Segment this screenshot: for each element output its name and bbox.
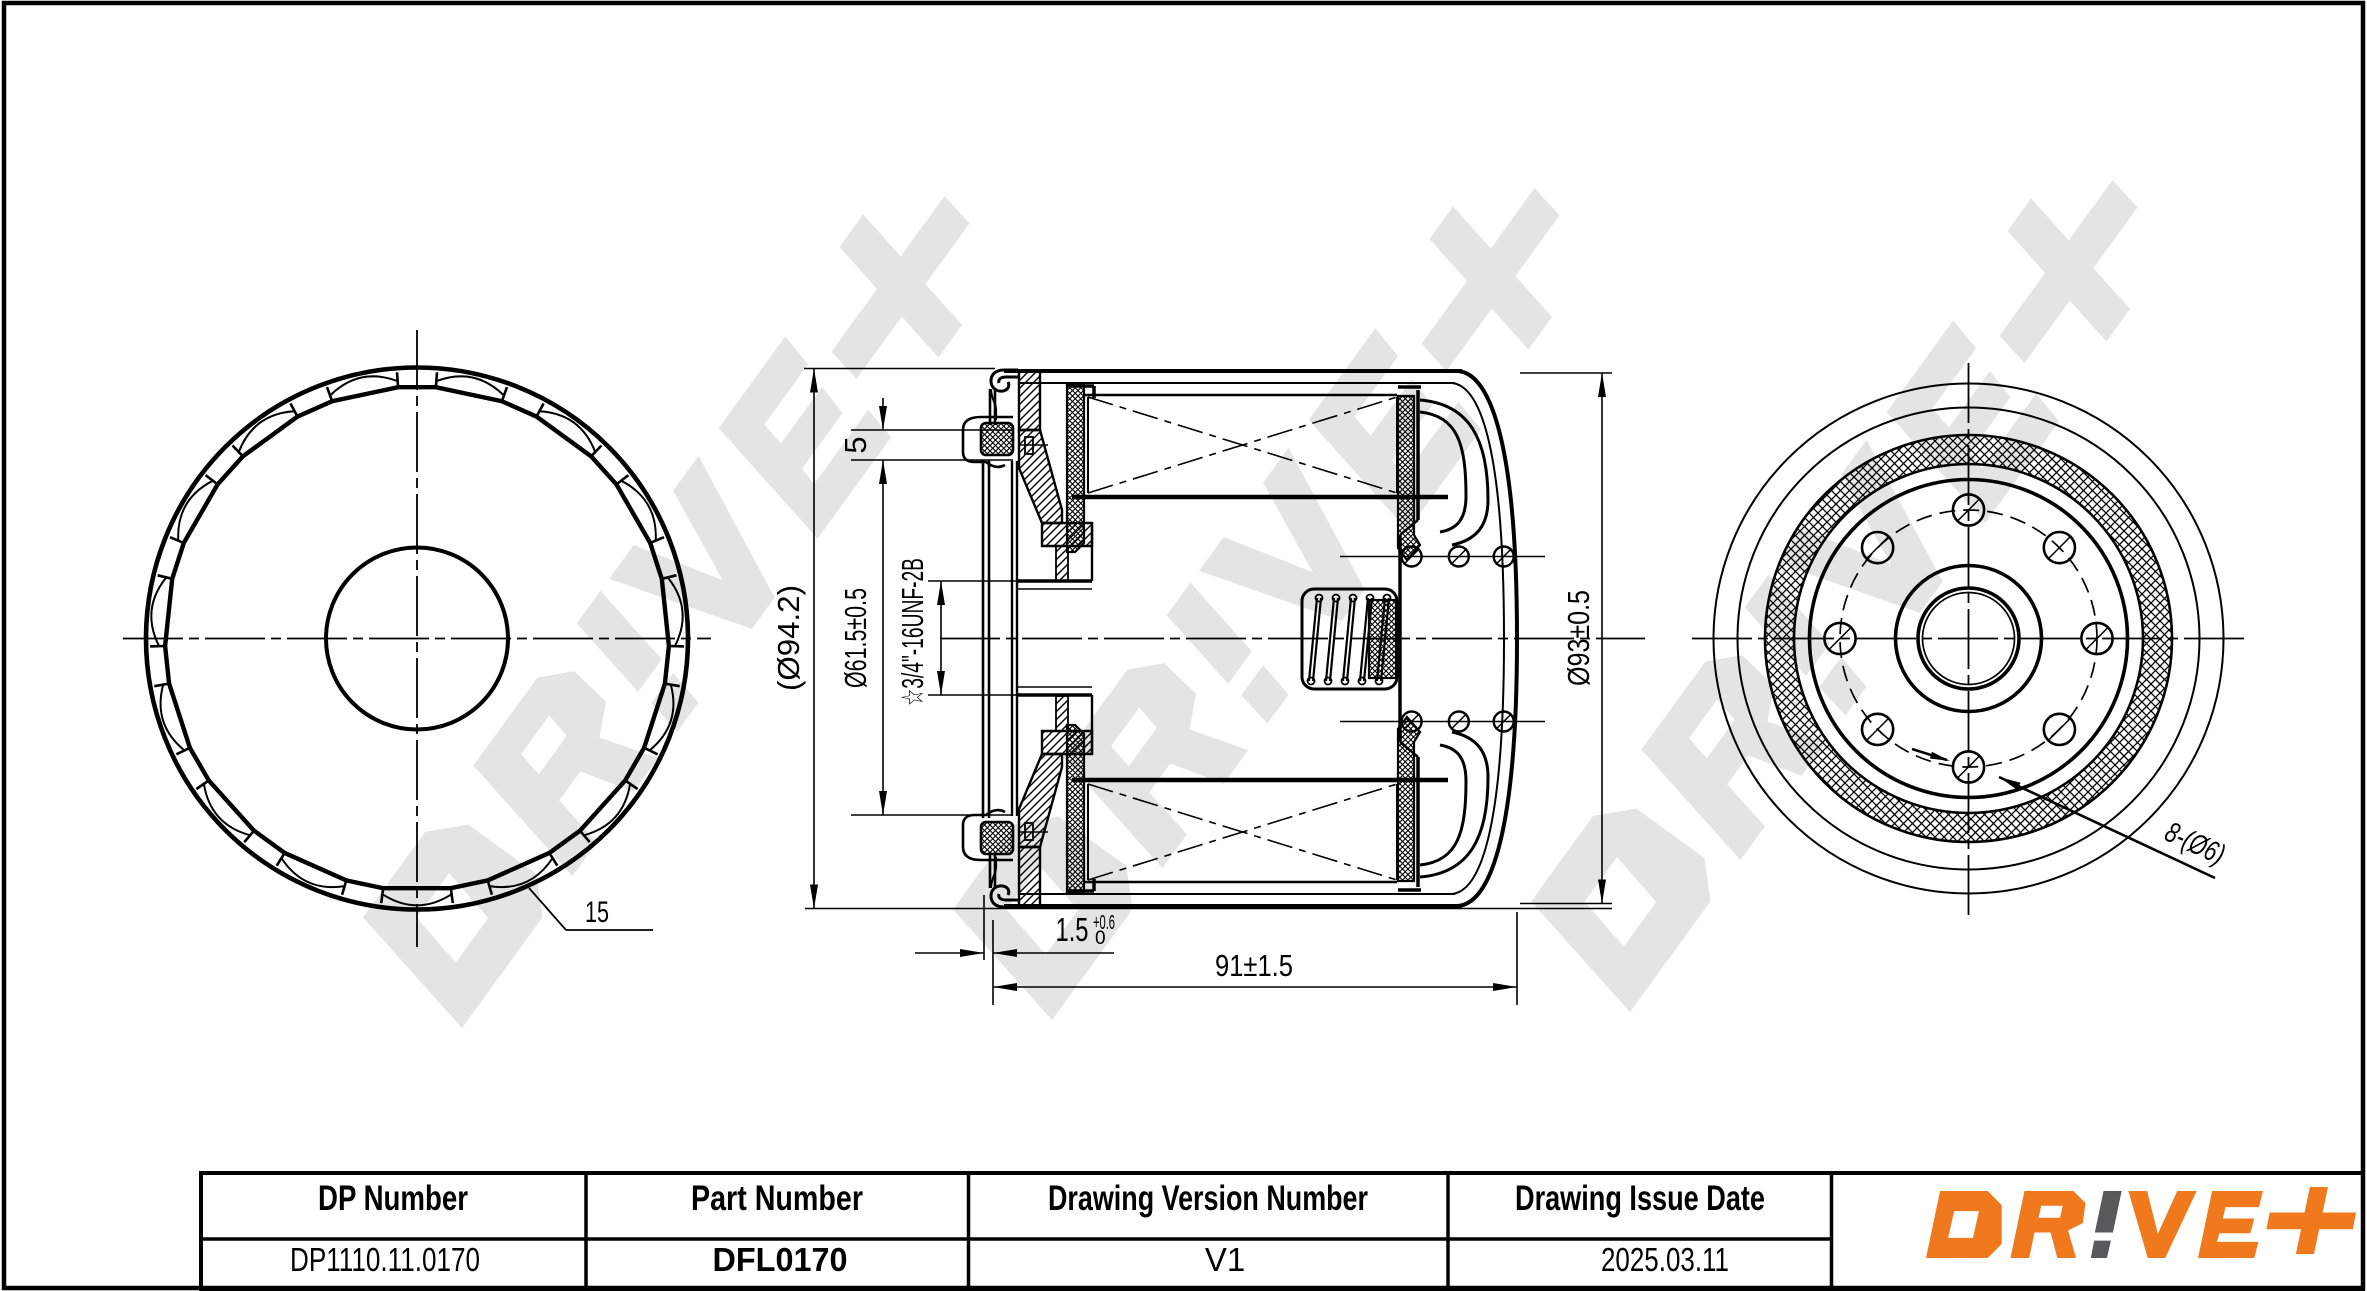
svg-text:Ø93±0.5: Ø93±0.5 (1561, 590, 1596, 686)
svg-text:+0.6: +0.6 (1093, 912, 1115, 934)
svg-text:Part Number: Part Number (691, 1179, 863, 1218)
svg-text:Drawing Version Number: Drawing Version Number (1048, 1179, 1368, 1218)
svg-text:5: 5 (838, 436, 873, 453)
svg-text:DP Number: DP Number (318, 1179, 468, 1218)
svg-text:(Ø94.2): (Ø94.2) (771, 585, 806, 691)
svg-text:15: 15 (585, 896, 609, 929)
svg-text:☆3/4"-16UNF-2B: ☆3/4"-16UNF-2B (895, 558, 930, 706)
svg-text:DP1110.11.0170: DP1110.11.0170 (290, 1241, 480, 1278)
svg-text:1.5: 1.5 (1056, 911, 1089, 948)
svg-text:Ø61.5±0.5: Ø61.5±0.5 (838, 588, 873, 688)
svg-text:DFL0170: DFL0170 (713, 1241, 848, 1278)
svg-text:Drawing Issue Date: Drawing Issue Date (1515, 1179, 1765, 1218)
svg-text:V1: V1 (1205, 1241, 1245, 1278)
svg-text:91±1.5: 91±1.5 (1215, 948, 1293, 983)
svg-text:0: 0 (1095, 928, 1106, 949)
svg-text:2025.03.11: 2025.03.11 (1601, 1241, 1729, 1278)
